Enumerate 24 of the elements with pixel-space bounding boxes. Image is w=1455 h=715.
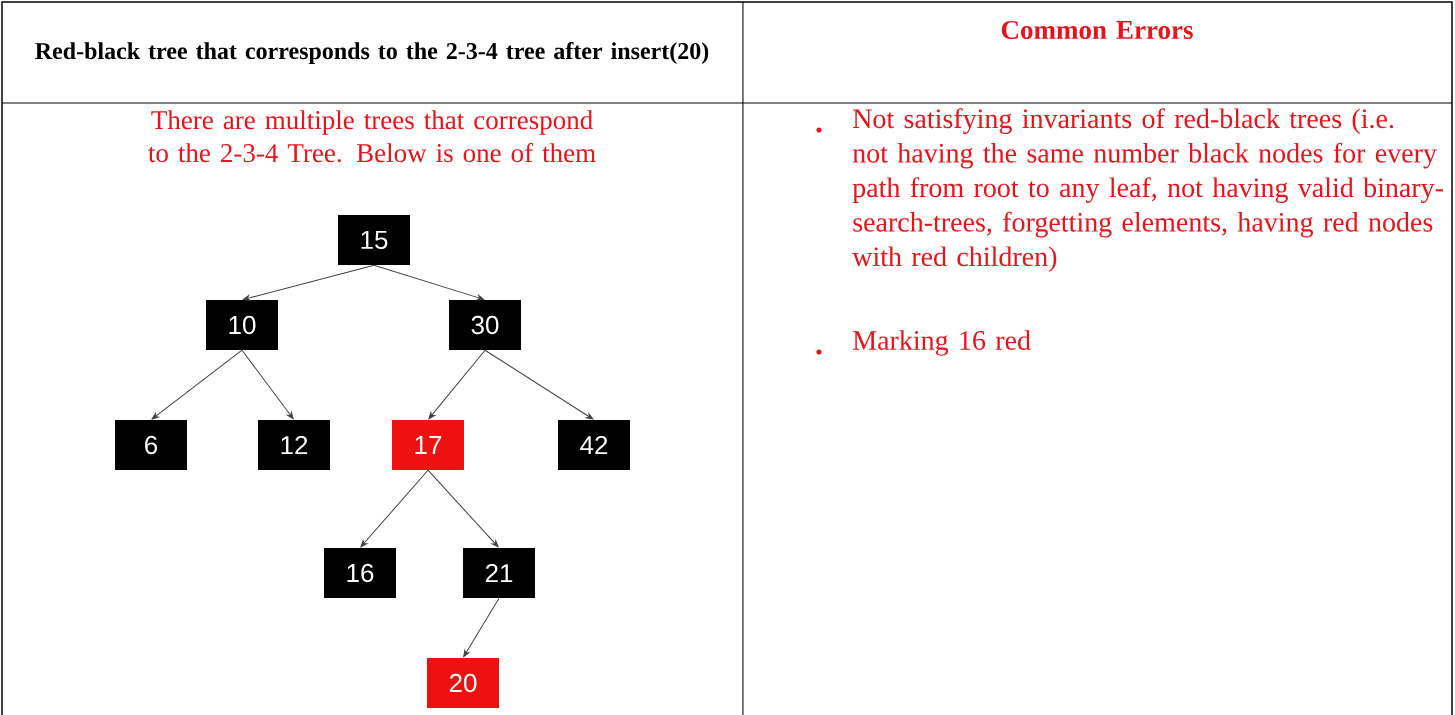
tree-node: 20 — [427, 658, 499, 708]
arrow — [360, 469, 429, 548]
tree-node: 21 — [463, 548, 535, 598]
arrow — [463, 597, 500, 658]
tree-node: 30 — [449, 300, 521, 350]
arrow — [241, 349, 294, 420]
tree-node: 6 — [115, 420, 187, 470]
tree-node: 12 — [258, 420, 330, 470]
arrow — [242, 264, 375, 301]
column-header: Red-black tree that corresponds to the 2-3-4 tree after insert(20) — [35, 42, 709, 64]
tree-node: 16 — [324, 548, 396, 598]
bullet-item: Marking 16 red — [816, 330, 1031, 356]
arrow — [373, 264, 485, 301]
tree-node: 17 — [392, 420, 464, 470]
column-header: Common Errors — [1001, 20, 1193, 40]
tree-node: 15 — [338, 215, 410, 265]
tree-node: 10 — [206, 300, 278, 350]
tree-node: 42 — [558, 420, 630, 470]
description-text: There are multiple trees that correspond to the 2-3-4 Tree. Below is one of them — [148, 110, 596, 163]
arrow — [428, 349, 486, 420]
arrow — [427, 469, 499, 548]
bullet-item: Not satisfying invariants of red-black trees (i.e. not having the same number black nodes for every path from root to any leaf, not having valid binary-search-trees, forgetting elements, having red nodes with red children) — [816, 108, 1443, 272]
arrow — [151, 349, 243, 420]
arrow — [484, 349, 594, 420]
